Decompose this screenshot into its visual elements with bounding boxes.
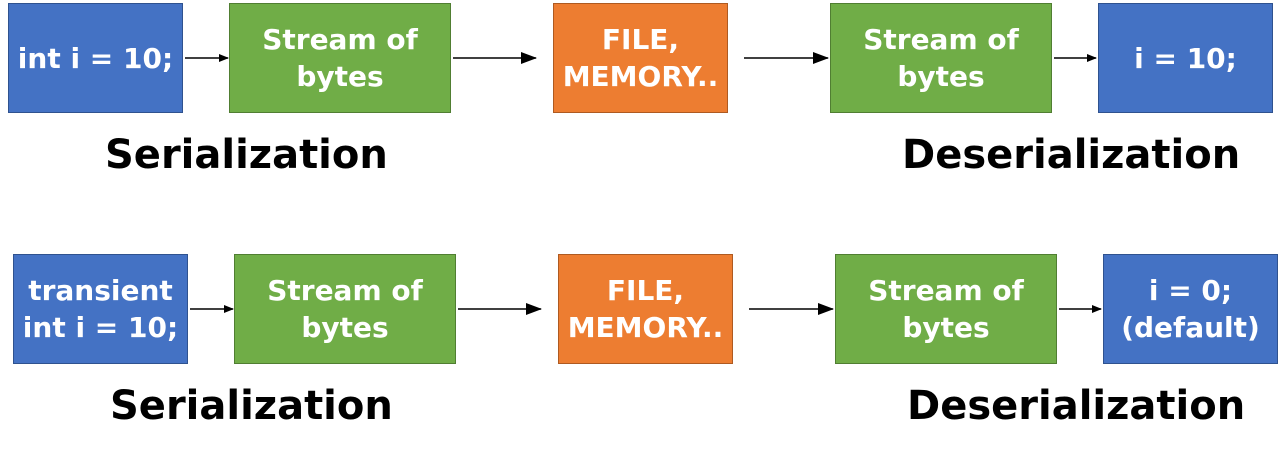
stream-of-bytes-box: Stream of bytes bbox=[229, 3, 451, 113]
source-value-box: int i = 10; bbox=[8, 3, 183, 113]
storage-box: FILE, MEMORY.. bbox=[553, 3, 728, 113]
storage-box: FILE, MEMORY.. bbox=[558, 254, 733, 364]
source-value-box: transient int i = 10; bbox=[13, 254, 188, 364]
stream-of-bytes-box: Stream of bytes bbox=[830, 3, 1052, 113]
serialization-label: Serialization bbox=[105, 132, 388, 178]
stream-of-bytes-box: Stream of bytes bbox=[835, 254, 1057, 364]
result-value-box: i = 10; bbox=[1098, 3, 1273, 113]
serialization-label: Serialization bbox=[110, 383, 393, 429]
result-value-box: i = 0; (default) bbox=[1103, 254, 1278, 364]
stream-of-bytes-box: Stream of bytes bbox=[234, 254, 456, 364]
deserialization-label: Deserialization bbox=[907, 383, 1246, 429]
deserialization-label: Deserialization bbox=[902, 132, 1241, 178]
